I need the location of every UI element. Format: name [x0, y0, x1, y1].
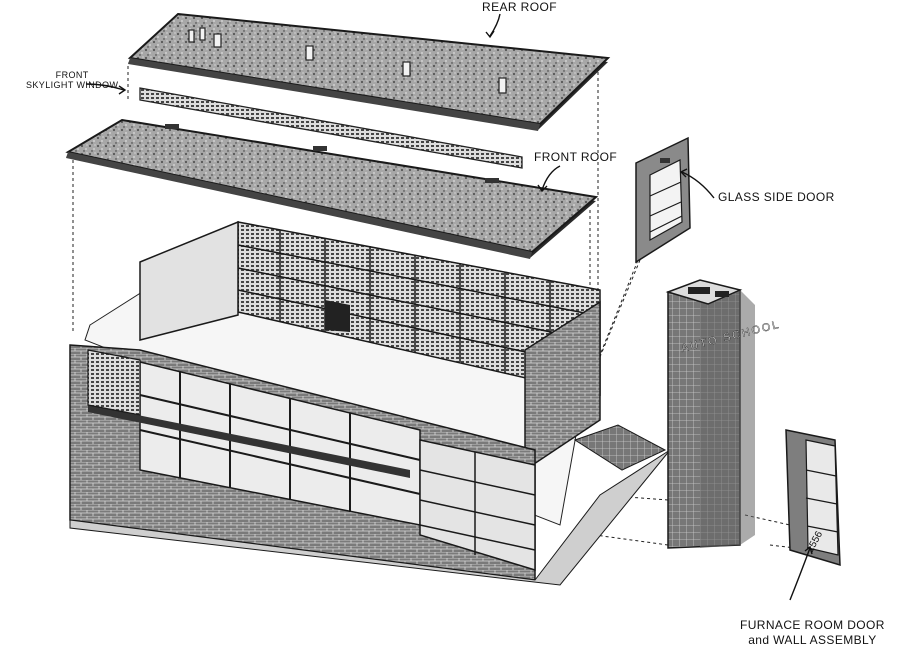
front-roof-label: FRONT ROOF — [534, 150, 618, 164]
furnace-room-door-label: FURNACE ROOM DOOR and WALL ASSEMBLY — [740, 618, 885, 648]
front-skylight-label-line1: FRONT — [55, 70, 89, 80]
front-roof-arrow — [541, 165, 561, 191]
chimney-wall: AUTO SCHOOL — [665, 279, 782, 549]
front-skylight-label: FRONT SKYLIGHT WINDOW — [26, 70, 118, 90]
skylight-arrow — [85, 83, 125, 91]
front-skylight-window — [139, 87, 523, 169]
callout-arrows — [85, 13, 813, 601]
glass-side-door — [635, 136, 691, 264]
roof-vents — [188, 27, 507, 94]
rear-roof-arrow — [489, 13, 501, 37]
glass-side-door-label: GLASS SIDE DOOR — [718, 190, 835, 204]
building-base — [69, 220, 671, 586]
rear-roof — [127, 12, 611, 131]
front-roof — [65, 118, 599, 259]
glass-door-arrow — [681, 171, 715, 199]
furnace-door-arrow — [789, 547, 811, 601]
furnace-label-line1: FURNACE ROOM DOOR — [740, 618, 885, 632]
furnace-room-door: 1556 — [785, 429, 841, 567]
front-skylight-label-line2: SKYLIGHT WINDOW — [26, 80, 119, 90]
rear-roof-label: REAR ROOF — [482, 0, 557, 14]
furnace-label-line2: and WALL ASSEMBLY — [748, 633, 877, 647]
